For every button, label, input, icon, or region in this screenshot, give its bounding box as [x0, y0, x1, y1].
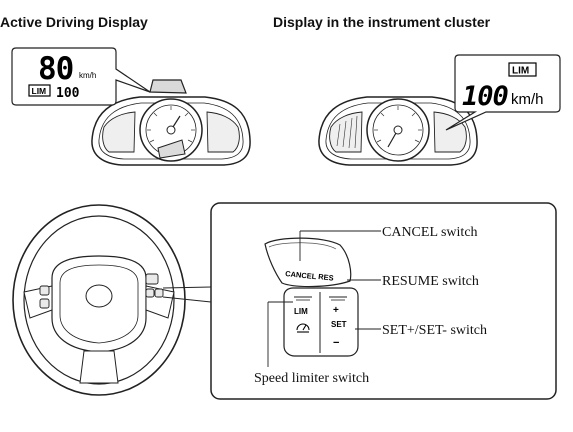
resume-switch-callout: RESUME switch [382, 274, 479, 289]
steering-wheel-illustration [12, 204, 212, 396]
cancel-face-label: CANCEL [285, 269, 317, 281]
set-minus-label: − [333, 337, 339, 349]
add-set-speed: 100 [56, 86, 80, 101]
add-lim-badge: LIM [32, 86, 47, 96]
cluster-lim-badge: LIM [512, 66, 529, 77]
set-face-label: SET [331, 320, 347, 329]
switch-detail-box: CANCEL RES LIM + SET − [210, 202, 557, 400]
add-speed-value: 80 [38, 51, 73, 87]
cluster-speed-value: 100 [462, 81, 509, 112]
speed-limiter-switch-callout: Speed limiter switch [254, 371, 369, 386]
cluster-speed-unit: km/h [511, 91, 544, 108]
active-driving-display-heading: Active Driving Display [0, 14, 148, 30]
set-plus-label: + [333, 305, 339, 316]
cluster-lim-badge-frame [508, 62, 537, 77]
res-face-label: RES [318, 272, 334, 283]
instrument-cluster-heading: Display in the instrument cluster [273, 14, 491, 30]
lim-face-label: LIM [294, 307, 308, 316]
add-speed-unit: km/h [79, 71, 96, 80]
set-switch-callout: SET+/SET- switch [382, 323, 487, 338]
add-lim-badge-frame [28, 84, 51, 97]
lim-set-switch-housing [283, 287, 359, 357]
cancel-switch-callout: CANCEL switch [382, 225, 478, 240]
left-cluster-illustration: 80 km/h LIM 100 [11, 47, 251, 166]
cancel-res-switch [264, 237, 352, 288]
right-cluster-illustration: LIM 100 km/h [318, 54, 561, 166]
speed-limiter-icon [296, 323, 310, 333]
